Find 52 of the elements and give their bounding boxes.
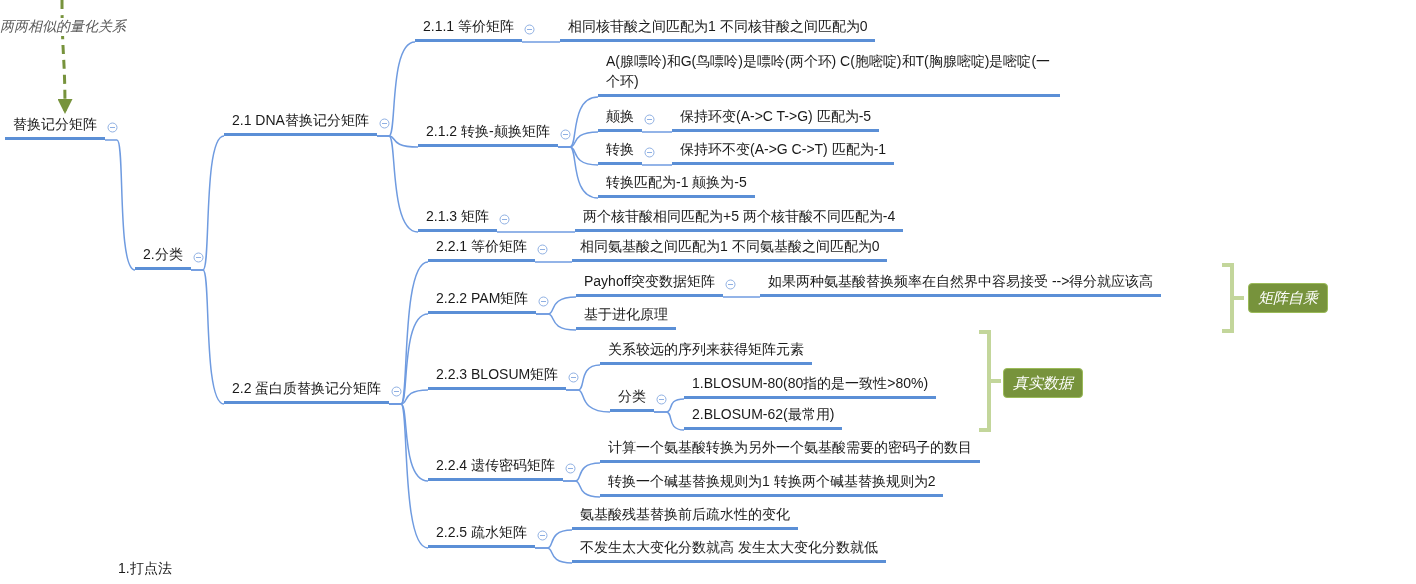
branch-line [565,389,611,413]
topic-node: 计算一个氨基酸转换为另外一个氨基酸需要的密码子的数目 [600,437,980,463]
topic-node: 1.BLOSUM-80(80指的是一致性>80%) [684,373,937,399]
branch-line [722,296,761,298]
topic-node: 不发生太大变化分数就高 发生太大变化分数就低 [572,537,886,563]
topic-node: A(腺嘌呤)和G(鸟嘌呤)是嘌呤(两个环) C(胞嘧啶)和T(胸腺嘧啶)是嘧啶(一个环) [598,51,1060,97]
topic-node: Payhoff突变数据矩阵 [576,271,724,297]
topic-node: 相同核苷酸之间匹配为1 不同核苷酸之间匹配为0 [560,16,876,42]
topic-node: 2.1.2 转换-颠换矩阵 [418,121,558,147]
branch-line [376,135,419,233]
topic-node: 2.1.3 矩阵 [418,206,498,232]
topic-node: 关系较远的序列来获得矩阵元素 [600,339,812,365]
branch-line [653,411,685,431]
topic-node: 转换一个碱基替换规则为1 转换两个碱基替换规则为2 [600,471,944,497]
topic-node: 2.2.1 等价矩阵 [428,236,536,262]
topic-node: 2.2.5 疏水矩阵 [428,522,536,548]
branch-line [535,313,577,331]
edge-label: 两两相似的量化关系 [0,18,126,36]
topic-node: 2.2.4 遗传密码矩阵 [428,455,564,481]
topic-node: 2.2 蛋白质替换记分矩阵 [224,378,390,404]
topic-node: 转换 [598,139,642,165]
topic-node: 2.BLOSUM-62(最常用) [684,404,843,430]
branch-line [534,547,573,564]
relationship-arrow [57,0,73,114]
topic-node: 相同氨基酸之间匹配为1 不同氨基酸之间匹配为0 [572,236,888,262]
branch-line [496,231,576,233]
topic-node: 如果两种氨基酸替换频率在自然界中容易接受 -->得分就应该高 [760,271,1162,297]
topic-text: 1.打点法 [118,560,172,578]
topic-node: 两个核苷酸相同匹配为+5 两个核苷酸不同匹配为-4 [575,206,904,232]
topic-node: 转换匹配为-1 颠换为-5 [598,172,755,198]
topic-node: 颠换 [598,106,642,132]
branch-line [641,131,673,133]
topic-node: 2.2.2 PAM矩阵 [428,288,537,314]
branch-line [641,164,673,166]
topic-node: 2.2.3 BLOSUM矩阵 [428,364,567,390]
topic-node: 2.1 DNA替换记分矩阵 [224,110,377,136]
topic-node: 保持环不变(A->G C->T) 匹配为-1 [672,139,895,165]
branch-line [521,41,561,43]
topic-node: 2.分类 [135,244,191,270]
branch-line [562,480,601,498]
branch-line [388,403,429,549]
branch-line [190,269,225,405]
topic-node: 基于进化原理 [576,304,676,330]
topic-node: 分类 [610,386,654,412]
summary-callout: 矩阵自乘 [1248,283,1328,313]
branch-line [534,261,573,263]
topic-node: 氨基酸残基替换前后疏水性的变化 [572,504,798,530]
topic-node: 保持环变(A->C T->G) 匹配为-5 [672,106,880,132]
topic-node: 2.1.1 等价矩阵 [415,16,523,42]
summary-callout: 真实数据 [1003,368,1083,398]
branch-line [557,146,599,199]
topic-node: 替换记分矩阵 [5,114,105,140]
